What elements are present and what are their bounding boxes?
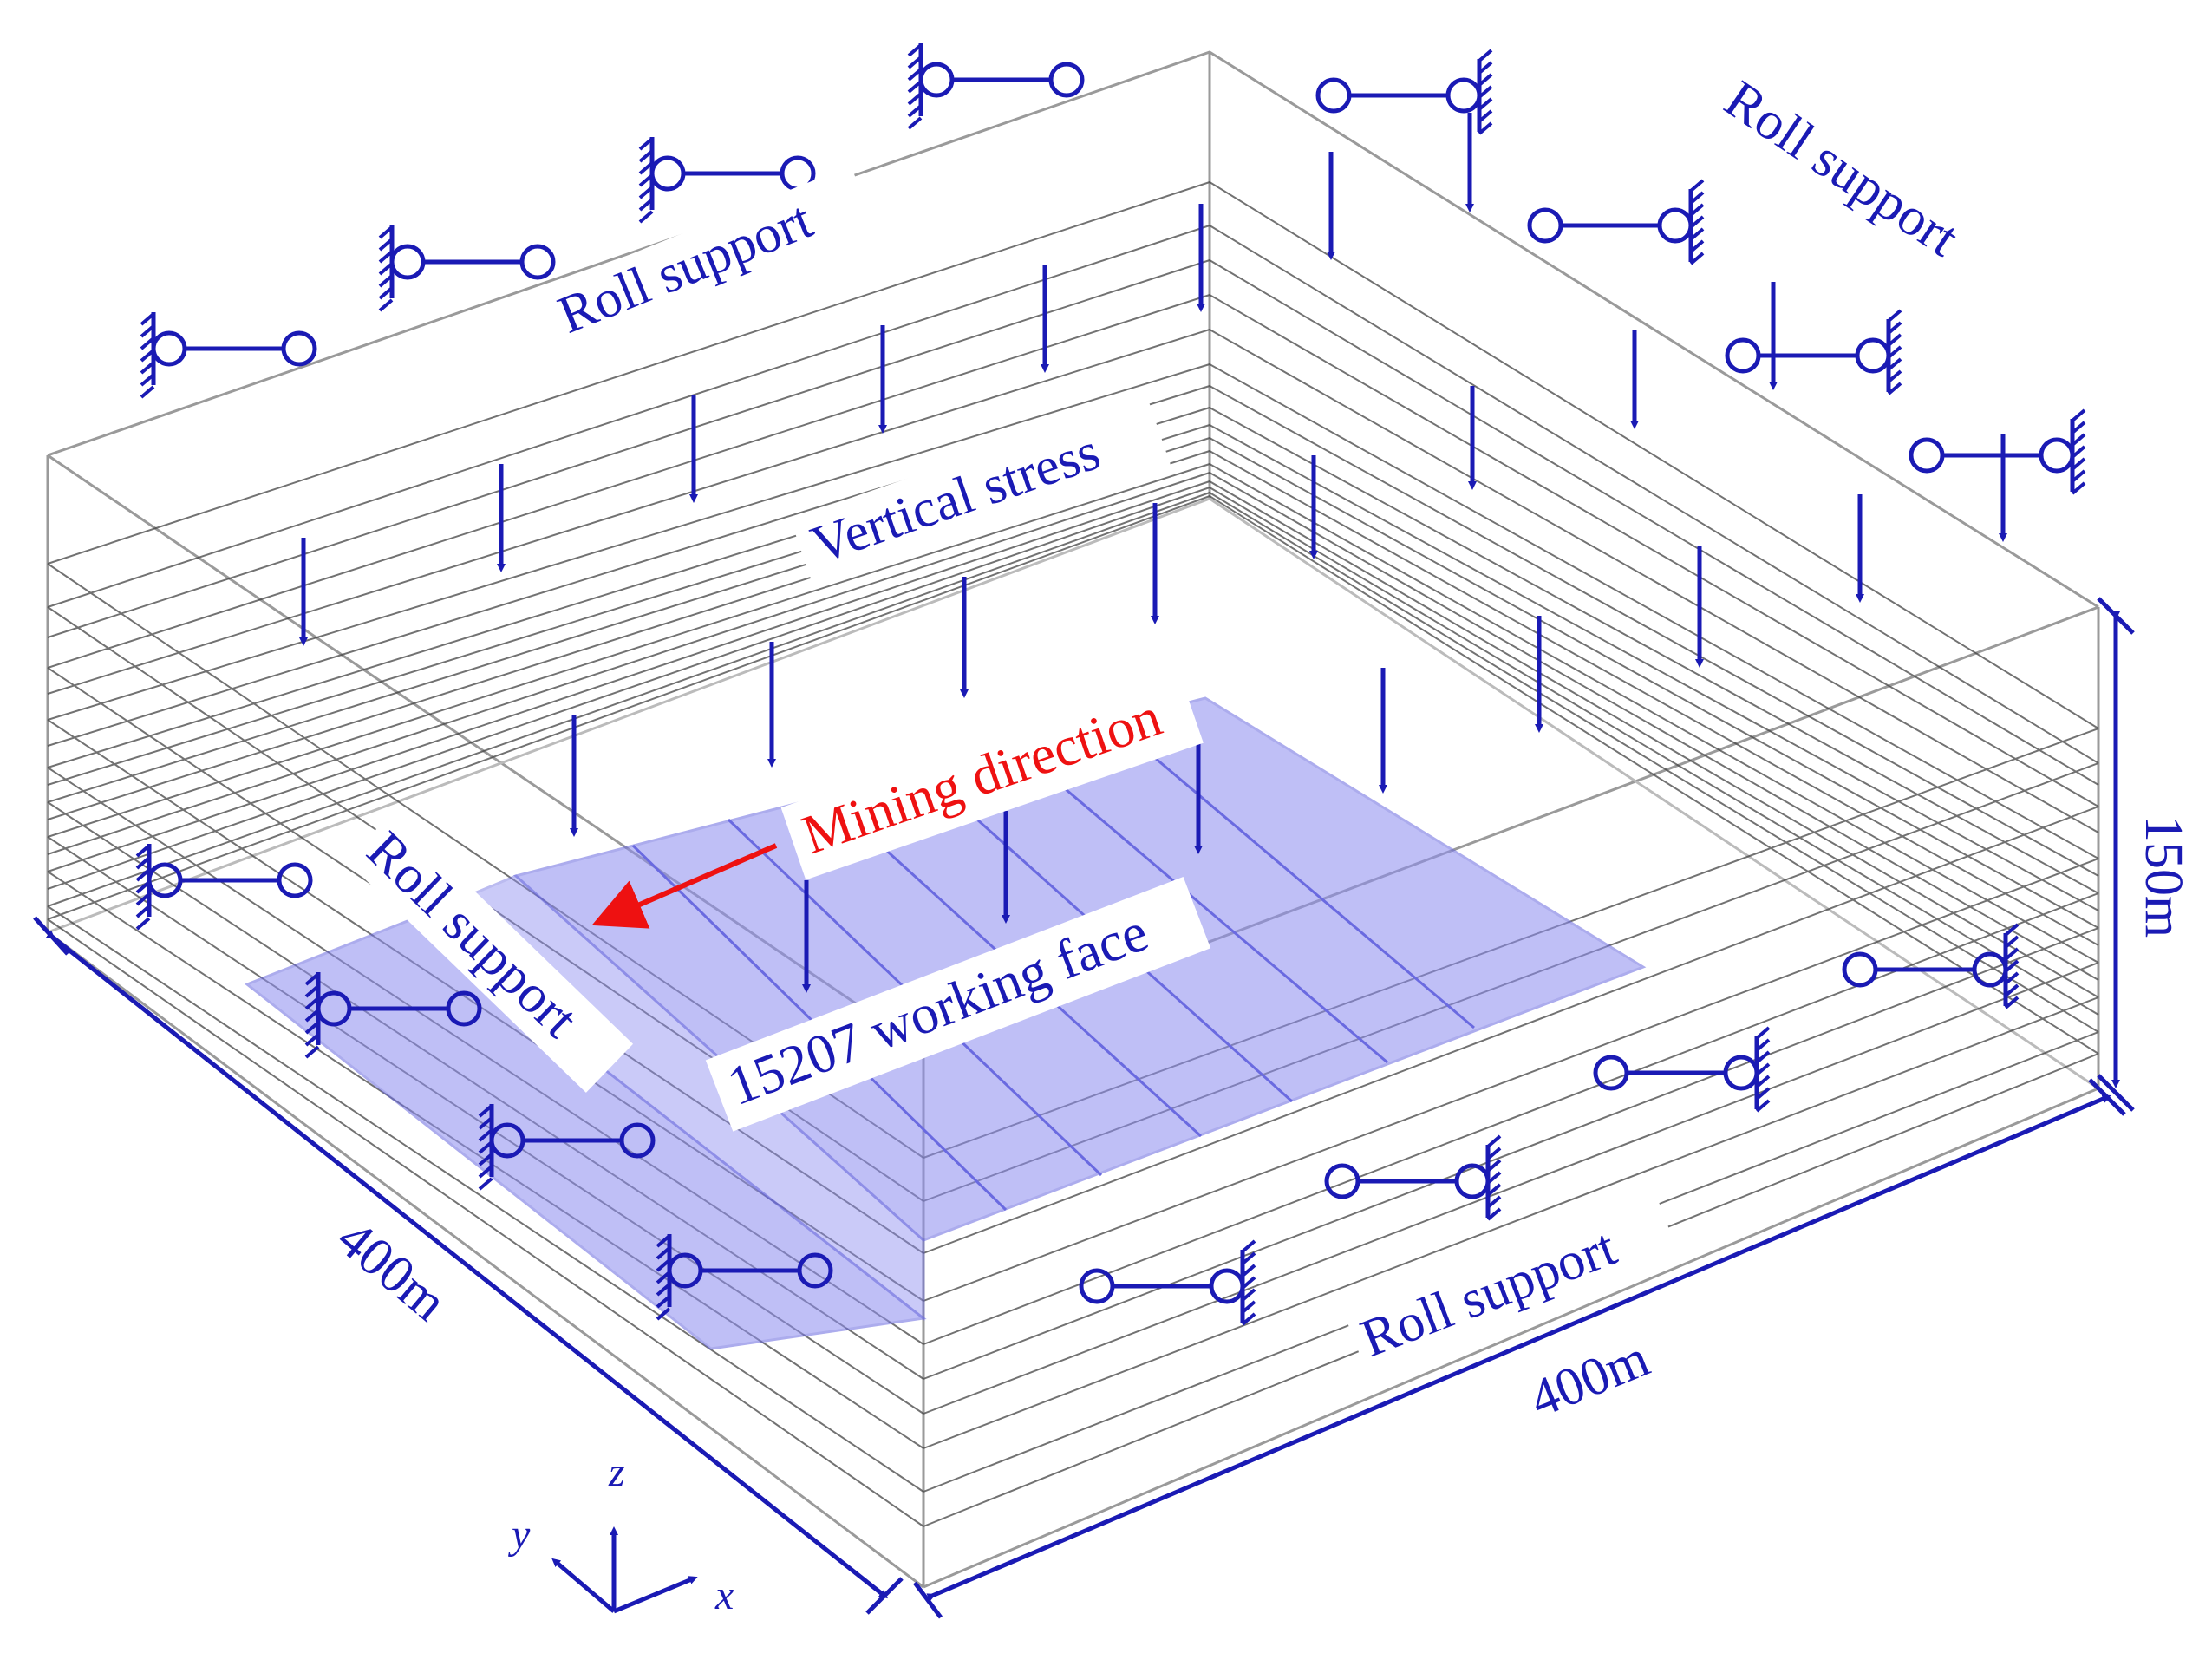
dimension-label-z: 150m (2134, 815, 2193, 938)
roller-support-icon (1530, 180, 1703, 264)
axis-y-label: y (507, 1512, 531, 1558)
roller-support-icon (909, 43, 1082, 128)
coordinate-axes (551, 1526, 698, 1614)
dimension-tick (33, 916, 69, 956)
roller-support-icon (1081, 1241, 1255, 1324)
dimension-tick (2088, 1078, 2126, 1116)
dimension-tick (865, 1577, 904, 1615)
roller-support-icon (1327, 1136, 1500, 1219)
roller-support-icon (137, 844, 310, 929)
dimension-tick (913, 1581, 943, 1619)
dimension-lines (33, 597, 2135, 1619)
axis-x-label: x (714, 1572, 734, 1618)
axis-x-arrow (613, 1576, 698, 1614)
axis-y-arrow (551, 1558, 616, 1613)
label-roll-support-right: Roll support (1704, 62, 2020, 305)
roller-support-icon (1727, 310, 1901, 394)
dimension-label-y: 400m (326, 1209, 458, 1333)
roller-support-icon (1911, 410, 2085, 493)
mining-direction-arrow (591, 843, 778, 929)
label-roll-support-top: Roll support (541, 165, 877, 354)
svg-text:Roll support: Roll support (1714, 69, 1969, 268)
axis-z-label: z (608, 1449, 625, 1495)
dimension-tick (2097, 1074, 2135, 1112)
roller-support-icon (380, 225, 553, 310)
roller-support-icon (1318, 50, 1491, 134)
dimension-y-line (45, 930, 888, 1599)
dimension-tick (2097, 597, 2135, 635)
dimension-x-line (926, 1094, 2111, 1602)
dimension-label-x: 400m (1522, 1329, 1657, 1429)
roller-support-icon (141, 312, 315, 397)
